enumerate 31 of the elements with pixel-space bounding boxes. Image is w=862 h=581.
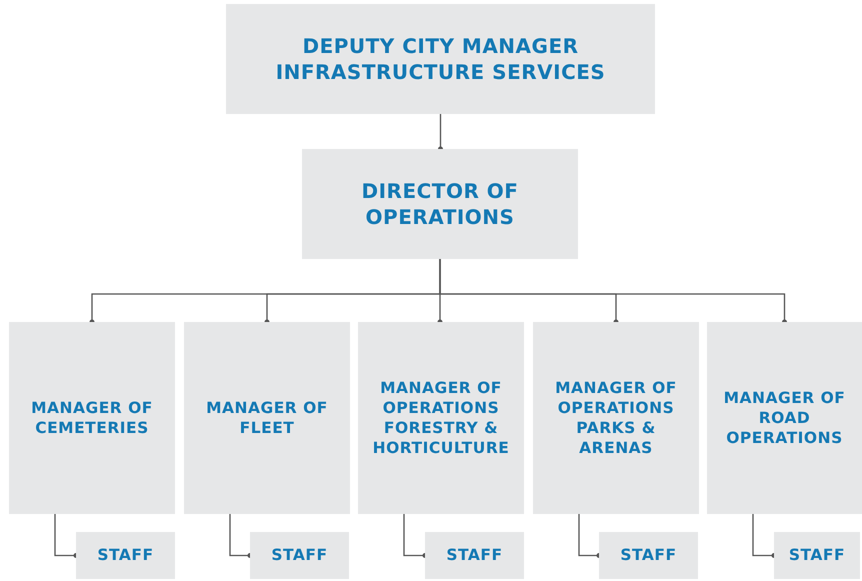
role-title: MANAGER OF FLEET bbox=[205, 398, 329, 438]
role-title: MANAGER OF ROAD OPERATIONS bbox=[722, 388, 846, 448]
role-title: DEPUTY CITY MANAGER INFRASTRUCTURE SERVICES bbox=[274, 33, 606, 85]
role-title: MANAGER OF CEMETERIES bbox=[30, 398, 154, 438]
connector-line bbox=[403, 514, 428, 558]
connector-line bbox=[578, 514, 602, 558]
org-box bbox=[599, 532, 698, 579]
connector-line bbox=[54, 514, 78, 558]
org-box bbox=[425, 532, 524, 579]
org-box bbox=[9, 322, 175, 514]
role-title: MANAGER OF OPERATIONS FORESTRY & HORTICULTURE bbox=[372, 378, 510, 458]
connector-line bbox=[752, 514, 776, 558]
org-box bbox=[358, 322, 524, 514]
org-box bbox=[250, 532, 349, 579]
org-box bbox=[707, 322, 862, 514]
role-title: STAFF bbox=[788, 545, 846, 566]
role-title: STAFF bbox=[271, 545, 328, 566]
org-box bbox=[184, 322, 350, 514]
connector-line bbox=[438, 114, 443, 152]
org-box bbox=[76, 532, 175, 579]
org-box bbox=[302, 149, 578, 259]
role-title: STAFF bbox=[620, 545, 677, 566]
role-title: STAFF bbox=[446, 545, 503, 566]
org-box bbox=[533, 322, 699, 514]
role-title: DIRECTOR OF OPERATIONS bbox=[360, 178, 520, 230]
org-box bbox=[774, 532, 860, 579]
connector-line bbox=[229, 514, 252, 558]
org-box bbox=[226, 4, 655, 114]
connector-line bbox=[439, 259, 787, 324]
role-title: MANAGER OF OPERATIONS PARKS & ARENAS bbox=[554, 378, 678, 458]
role-title: STAFF bbox=[97, 545, 154, 566]
